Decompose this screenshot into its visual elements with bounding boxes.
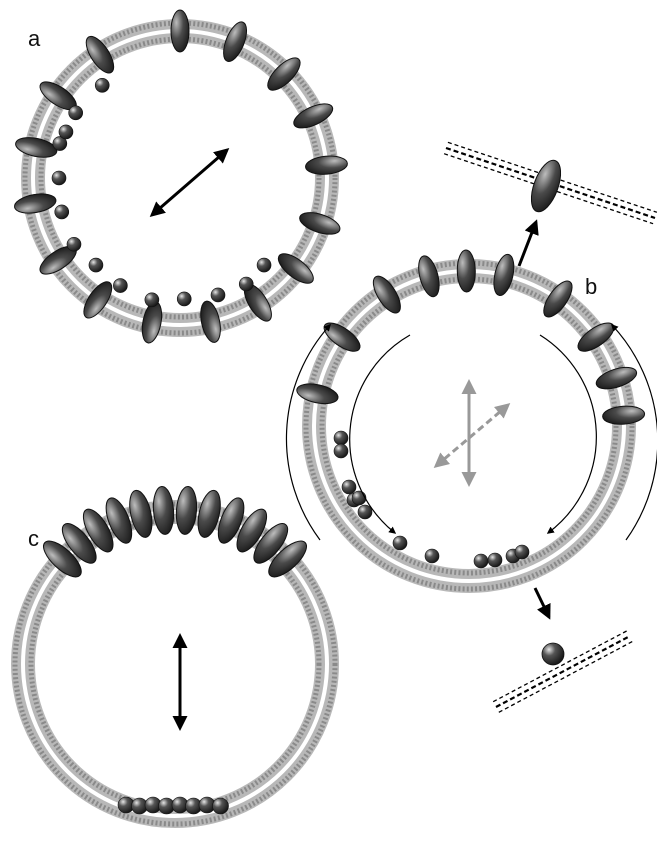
particle [425,549,439,563]
particle [334,431,348,445]
panel-label-b: b [585,274,597,299]
membrane-protein [305,154,348,176]
particle [67,237,81,251]
membrane-protein [457,250,476,292]
particle [145,293,159,307]
diffusion-arrow-a [152,150,227,215]
gray-dashed-arrow [436,405,508,466]
membrane-protein [13,191,57,216]
membrane-protein [602,405,645,426]
particle [515,545,529,559]
particle [393,536,407,550]
particle [69,106,83,120]
particles-a [52,78,271,306]
membrane-protein [295,381,340,407]
detached-particle [542,643,564,665]
particle [211,288,225,302]
particle [95,78,109,92]
particle [239,277,253,291]
particle [177,292,191,306]
particle-exit-arrow [535,588,549,617]
particle [59,125,73,139]
membrane-protein [152,486,176,535]
membrane-protein [171,10,189,52]
particle [474,554,488,568]
panel-a: a [13,10,348,345]
panel-c: c [15,486,335,824]
particle [89,258,103,272]
particle [358,505,372,519]
particle [488,553,502,567]
particle [352,491,366,505]
inner-flow-arrow-right [540,335,596,533]
panel-label-c: c [28,526,39,551]
protein-exit-arrow [519,222,536,266]
membrane-protein [197,299,223,344]
membrane-protein [490,252,517,297]
membrane-protein [175,486,199,535]
panel-b: b [286,142,657,712]
particle [52,171,66,185]
particle [55,205,69,219]
membrane-protein [14,134,59,160]
particle [257,258,271,272]
particle [113,279,127,293]
particle [342,480,356,494]
lower-filament-track [493,631,633,713]
panel-label-a: a [28,26,41,51]
particle [334,444,348,458]
particle [213,798,229,814]
